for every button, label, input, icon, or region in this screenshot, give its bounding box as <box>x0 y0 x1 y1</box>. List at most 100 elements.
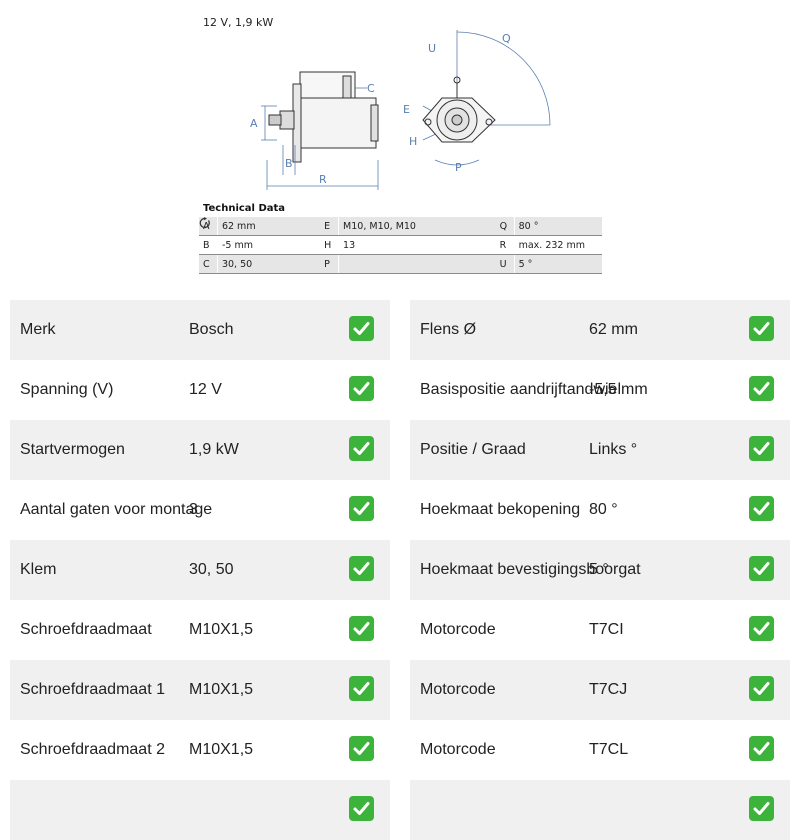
table-key: E <box>320 217 339 236</box>
table-value: 5 ° <box>513 254 602 274</box>
spec-value: 1,9 kW <box>189 441 239 458</box>
check-icon <box>749 556 774 581</box>
spec-row: Startvermogen 1,9 kW <box>10 420 390 480</box>
dim-label-c: C <box>367 82 375 95</box>
spec-value: Links ° <box>589 441 638 458</box>
spec-value: -5,5 mm <box>589 381 648 398</box>
table-key: C <box>199 254 218 274</box>
spec-label: Aantal gaten voor montage <box>20 501 213 518</box>
table-value: M10, M10, M10 <box>338 217 496 236</box>
spec-row: Schroefdraadmaat M10X1,5 <box>10 600 390 660</box>
dim-label-r: R <box>319 173 327 186</box>
spec-value: Bosch <box>189 321 234 338</box>
spec-label: Schroefdraadmaat <box>20 621 152 638</box>
spec-label: Startvermogen <box>20 441 125 458</box>
table-key: H <box>320 235 339 255</box>
table-value: -5 mm <box>216 235 321 255</box>
table-key: B <box>199 235 218 255</box>
spec-label: Motorcode <box>420 741 496 758</box>
spec-value: 62 mm <box>589 321 638 338</box>
dim-label-e: E <box>403 103 410 116</box>
spec-row: Spanning (V) 12 V <box>10 360 390 420</box>
spec-label: Spanning (V) <box>20 381 114 398</box>
spec-value: M10X1,5 <box>189 741 254 758</box>
table-value: 30, 50 <box>216 254 321 274</box>
check-icon <box>349 556 374 581</box>
spec-label: Motorcode <box>420 621 496 638</box>
dim-label-h: H <box>409 135 417 148</box>
table-value: max. 232 mm <box>513 235 602 255</box>
dim-label-q: Q <box>502 32 511 45</box>
starter-motor-drawing: A B C R E H P Q U <box>250 30 551 190</box>
check-icon <box>349 676 374 701</box>
spec-value: 5 ° <box>589 561 609 578</box>
dim-label-a: A <box>250 117 258 130</box>
spec-label: Hoekmaat bekopening <box>420 501 581 518</box>
spec-label: Hoekmaat bevestigingsboorgat <box>420 561 641 578</box>
spec-label: Positie / Graad <box>420 441 526 458</box>
spec-value: M10X1,5 <box>189 681 254 698</box>
table-key: P <box>320 254 339 274</box>
spec-row: Positie / Graad Links ° <box>410 420 790 480</box>
dim-label-b: B <box>285 157 293 170</box>
table-row: C 30, 50 P U 5 ° <box>199 217 602 274</box>
dim-label-u: U <box>428 42 436 55</box>
spec-value: T7CJ <box>589 681 628 698</box>
check-icon <box>749 436 774 461</box>
spec-label: Klem <box>20 561 57 578</box>
table-row: B -5 mm H 13 R max. 232 mm <box>199 235 602 255</box>
check-icon <box>749 316 774 341</box>
check-icon <box>749 496 774 521</box>
spec-label: Merk <box>20 321 56 338</box>
table-key: R <box>495 235 515 255</box>
spec-label: Motorcode <box>420 681 496 698</box>
specs-left-column: Merk Bosch Spanning (V) 12 V Startvermog… <box>10 300 390 840</box>
table-value: 62 mm <box>216 217 321 236</box>
spec-row: Hoekmaat bekopening 80 ° <box>410 480 790 540</box>
spec-value: 80 ° <box>589 501 618 518</box>
check-icon <box>749 736 774 761</box>
spec-row: Motorcode T7CJ <box>410 660 790 720</box>
spec-row: Schroefdraadmaat 2 M10X1,5 <box>10 720 390 780</box>
spec-value: T7CI <box>589 621 624 638</box>
spec-row: Klem 30, 50 <box>10 540 390 600</box>
spec-row: Motorcode T7CI <box>410 600 790 660</box>
specs-right-column: Flens Ø 62 mm Basispositie aandrijftandw… <box>410 300 790 840</box>
check-icon <box>349 736 374 761</box>
check-icon <box>349 616 374 641</box>
table-value: 80 ° <box>513 217 602 236</box>
spec-value: 3 <box>189 501 198 518</box>
spec-row: Aantal gaten voor montage 3 <box>10 480 390 540</box>
check-icon <box>749 376 774 401</box>
spec-row: Schroefdraadmaat 1 M10X1,5 <box>10 660 390 720</box>
check-icon <box>349 376 374 401</box>
rotation-value <box>199 217 496 274</box>
technical-data-table: A 62 mm E M10, M10, M10 Q 80 ° B -5 mm H… <box>199 217 602 274</box>
spec-value: T7CL <box>589 741 629 758</box>
spec-label: Schroefdraadmaat 2 <box>20 741 165 758</box>
check-icon <box>349 496 374 521</box>
spec-row-partial <box>10 780 390 840</box>
spec-row: Merk Bosch <box>10 300 390 360</box>
rotation-direction-icon <box>199 217 210 229</box>
check-icon <box>749 676 774 701</box>
spec-value: 12 V <box>189 381 222 398</box>
dim-label-p: P <box>455 161 462 174</box>
technical-data-title: Technical Data <box>203 203 286 214</box>
spec-row: Basispositie aandrijftandwiel -5,5 mm <box>410 360 790 420</box>
spec-value: 30, 50 <box>189 561 234 578</box>
technical-drawing: 12 V, 1,9 kW <box>195 10 605 275</box>
table-row: A 62 mm E M10, M10, M10 Q 80 ° <box>199 217 602 236</box>
spec-row: Hoekmaat bevestigingsboorgat 5 ° <box>410 540 790 600</box>
check-icon <box>349 316 374 341</box>
check-icon <box>349 436 374 461</box>
spec-row-partial <box>410 780 790 840</box>
spec-label: Basispositie aandrijftandwiel <box>420 381 621 398</box>
check-icon <box>749 616 774 641</box>
spec-row: Motorcode T7CL <box>410 720 790 780</box>
spec-label: Flens Ø <box>420 321 477 338</box>
spec-label: Schroefdraadmaat 1 <box>20 681 165 698</box>
spec-value: M10X1,5 <box>189 621 254 638</box>
table-key: Q <box>495 217 515 236</box>
table-value: 13 <box>338 235 496 255</box>
